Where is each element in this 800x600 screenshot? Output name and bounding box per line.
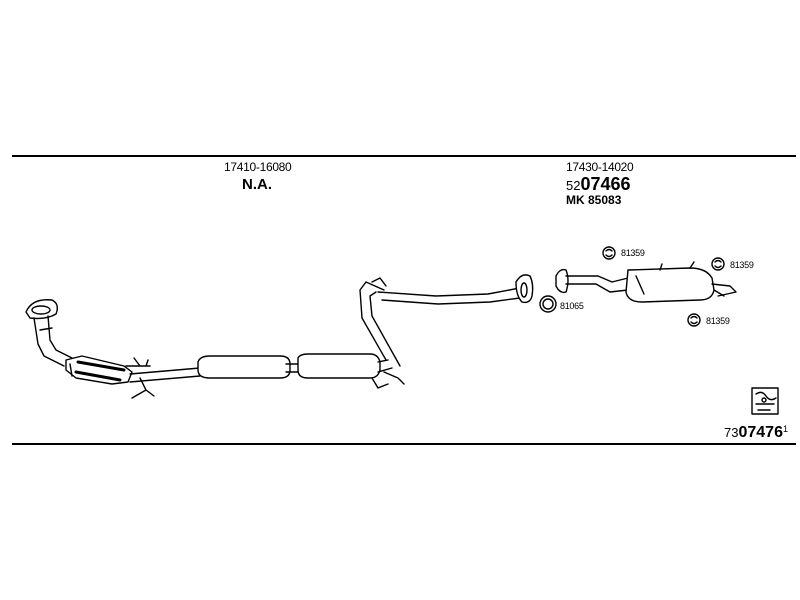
- footer-ref-suffix: 1: [782, 424, 788, 434]
- footer-ref-prefix: 73: [724, 425, 739, 440]
- center-pipe-icon: [129, 367, 201, 383]
- front-pipe-status: N.A.: [242, 176, 272, 193]
- front-pipe-icon: [33, 315, 73, 367]
- rear-reference: 5207466: [566, 174, 631, 195]
- callout-mount-3: 81359: [706, 316, 730, 326]
- front-flange-icon: [25, 299, 59, 320]
- rear-flange-icon: [555, 268, 629, 294]
- bottom-rule: [12, 443, 796, 445]
- footer-ref-main: 07476: [738, 424, 783, 441]
- front-pipe-part-number: 17410-16080: [224, 160, 292, 174]
- rear-ref-prefix: 52: [566, 178, 581, 193]
- rear-part-number: 17430-14020: [566, 160, 634, 174]
- center-resonator-icon: [197, 355, 303, 379]
- rear-ref-main: 07466: [580, 174, 631, 194]
- callout-gasket: 81065: [560, 301, 584, 311]
- callout-mount-2: 81359: [730, 260, 754, 270]
- intermediate-pipe-icon: [359, 277, 521, 367]
- rear-mk-number: MK 85083: [566, 193, 622, 207]
- mount-symbol-2-icon: [711, 257, 725, 271]
- rear-muffler-icon: [625, 261, 737, 303]
- callout-mount-1: 81359: [621, 248, 645, 258]
- gasket-ring-icon: [539, 295, 557, 313]
- mount-symbol-3-icon: [687, 313, 701, 327]
- diagram-reference-number: 73074761: [724, 424, 788, 442]
- catalytic-converter-icon: [65, 355, 155, 399]
- top-rule: [12, 155, 796, 157]
- mid-flange-icon: [515, 274, 534, 304]
- middle-silencer-icon: [297, 353, 405, 389]
- mount-symbol-1-icon: [602, 246, 616, 260]
- reference-diagram-icon: [751, 387, 779, 415]
